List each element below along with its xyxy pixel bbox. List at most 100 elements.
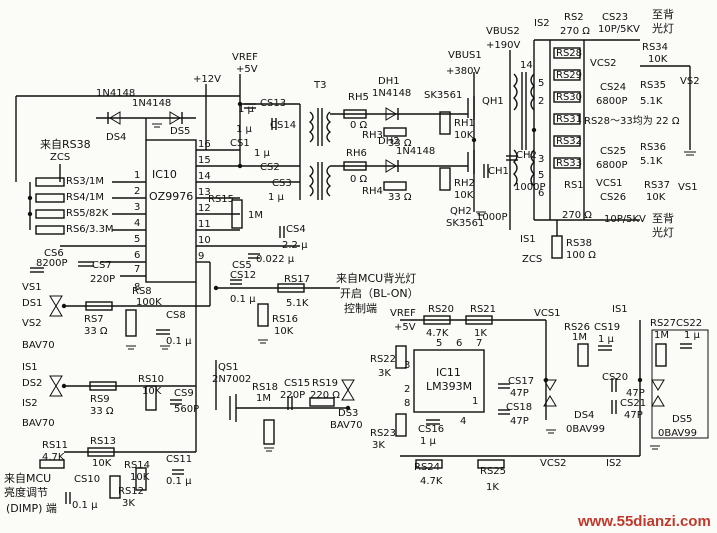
ic11-pin-7: 7 bbox=[476, 338, 482, 349]
rs17-val: 5.1K bbox=[286, 298, 309, 309]
rs3-6-network: RS3/1M RS4/1M RS5/82K RS6/3.3M bbox=[29, 176, 114, 235]
rs32-ref: RS32 bbox=[556, 136, 582, 147]
rs22-ref: RS22 bbox=[370, 354, 396, 365]
is2-bot: IS2 bbox=[606, 458, 622, 469]
cs11-val: 0.1 μ bbox=[166, 476, 192, 487]
cs17-cap: CS17 47P bbox=[498, 376, 534, 399]
rs27-val: 1M bbox=[654, 330, 669, 341]
rh4-ref: RH4 bbox=[362, 186, 383, 197]
ic10-pin-16: 16 bbox=[198, 139, 211, 150]
t4-pin-3: 3 bbox=[538, 154, 544, 165]
ic10-pin-15: 15 bbox=[198, 155, 211, 166]
rs37-ref: RS37 bbox=[644, 180, 670, 191]
rs20-val: 4.7K bbox=[426, 328, 449, 339]
rs21-val: 1K bbox=[474, 328, 487, 339]
rs12-val: 3K bbox=[122, 498, 135, 509]
rs24-val: 4.7K bbox=[420, 476, 443, 487]
rs28-note: RS28～33均为 22 Ω bbox=[584, 115, 680, 127]
rs19-resistor: RS19 220 Ω bbox=[309, 378, 340, 407]
cs16-ref: CS16 bbox=[418, 424, 444, 435]
rail-vbus1: VBUS1 bbox=[448, 50, 482, 61]
cs18-ref: CS18 bbox=[506, 402, 532, 413]
ic10-part: OZ9976 bbox=[149, 190, 193, 203]
rs23-resistor: RS23 3K bbox=[370, 413, 407, 451]
ic10-pin-3: 3 bbox=[134, 202, 140, 213]
rs36-val: 5.1K bbox=[640, 156, 663, 167]
t4-pin-5b: 5 bbox=[538, 170, 544, 181]
rs5-label: RS5/82K bbox=[66, 208, 109, 219]
cs8-ref: CS8 bbox=[166, 310, 186, 321]
cs19-ref: CS19 bbox=[594, 322, 620, 333]
rail-5v-top: +5V bbox=[236, 64, 258, 75]
ground-symbols bbox=[126, 211, 660, 452]
qh1-part: SK3561 bbox=[424, 90, 462, 101]
is1-label: IS1 bbox=[520, 234, 536, 245]
rs8-resistor: RS8 100K bbox=[125, 286, 162, 337]
from-rs38-label: 来自RS38 bbox=[40, 138, 91, 151]
t4-pin-2: 2 bbox=[538, 96, 544, 107]
rs18-val: 1M bbox=[256, 393, 271, 404]
cs14-ref: CS14 bbox=[270, 120, 296, 131]
cs10-val: 0.1 μ bbox=[72, 500, 98, 511]
t4-pin-6: 6 bbox=[538, 188, 544, 199]
rs12-resistor: RS12 3K bbox=[109, 475, 144, 509]
rs17-ref: RS17 bbox=[284, 274, 310, 285]
cs24-ref: CS24 bbox=[600, 82, 626, 93]
rs38-val: 100 Ω bbox=[566, 250, 596, 261]
ds3-ref: DS3 bbox=[338, 408, 358, 419]
ds5-part: 1N4148 bbox=[132, 98, 171, 109]
rs1-ref: RS1 bbox=[564, 180, 584, 191]
cs18-val: 47P bbox=[510, 416, 529, 427]
rs7-val: 33 Ω bbox=[84, 326, 108, 337]
rs24-resistor: RS24 4.7K bbox=[414, 459, 443, 487]
cs23-val: 10P/5KV bbox=[598, 24, 640, 35]
dh1-part: 1N4148 bbox=[372, 88, 411, 99]
rs9-resistor: RS9 33 Ω bbox=[89, 381, 117, 417]
ic10-pin-7: 7 bbox=[134, 264, 140, 275]
cs4-ref: CS4 bbox=[286, 224, 306, 235]
cs21-cap: CS21 47P bbox=[611, 398, 646, 421]
ds2-ref: DS2 bbox=[22, 378, 42, 389]
cs14-cap: CS14 bbox=[270, 118, 296, 131]
cs4-cap: CS4 2.2 μ bbox=[279, 224, 308, 251]
cs7-val: 220P bbox=[90, 274, 115, 285]
rs14-val: 10K bbox=[130, 472, 150, 483]
to-backlight-1: 至背 bbox=[652, 7, 674, 21]
cs22-cap: CS22 1 μ bbox=[676, 318, 702, 349]
vcs1-label: VCS1 bbox=[596, 178, 623, 189]
ds1-vs2: VS2 bbox=[22, 318, 42, 329]
rs23-ref: RS23 bbox=[370, 428, 396, 439]
cs10-ref: CS10 bbox=[74, 474, 100, 485]
cs7-ref: CS7 bbox=[92, 260, 112, 271]
cs24-val: 6800P bbox=[596, 96, 627, 107]
cs9-val: 560P bbox=[174, 404, 199, 415]
rs17-resistor: RS17 5.1K bbox=[277, 274, 310, 309]
ic10-pin-11: 11 bbox=[198, 219, 211, 230]
rs11-val: 4.7K bbox=[42, 452, 65, 463]
to-backlight-4: 光灯 bbox=[652, 225, 674, 239]
rs27-resistor: RS27 1M bbox=[650, 318, 676, 367]
cs18-cap: CS18 47P bbox=[498, 402, 532, 427]
rs28-ref: RS28 bbox=[556, 48, 582, 59]
rs36-ref: RS36 bbox=[640, 142, 666, 153]
rs14-ref: RS14 bbox=[124, 460, 150, 471]
qs1-transistor: QS1 2N7002 bbox=[212, 362, 251, 422]
rs13-ref: RS13 bbox=[90, 436, 116, 447]
rs15-resistor: RS15 1M bbox=[208, 194, 263, 229]
ds4-part: 1N4148 bbox=[96, 88, 135, 99]
ch2-val: 1000P bbox=[514, 182, 545, 193]
cs13-val: 1 μ bbox=[238, 104, 255, 115]
rs30-ref: RS30 bbox=[556, 92, 582, 103]
qs1-part: 2N7002 bbox=[212, 374, 251, 385]
cs12-ref: CS12 bbox=[230, 270, 256, 281]
rs27-ref: RS27 bbox=[650, 318, 676, 329]
rh6-ref: RH6 bbox=[346, 148, 367, 159]
ds4b-diode: DS4 0BAV99 bbox=[543, 379, 605, 435]
t3-ref: T3 bbox=[313, 80, 326, 91]
ds1-vs1: VS1 bbox=[22, 282, 42, 293]
ic10-pin-10: 10 bbox=[198, 235, 211, 246]
rs10-ref: RS10 bbox=[138, 374, 164, 385]
rs34-ref: RS34 bbox=[642, 42, 668, 53]
cs6-val: 8200P bbox=[36, 258, 67, 269]
ds4-ref: DS4 bbox=[106, 132, 126, 143]
